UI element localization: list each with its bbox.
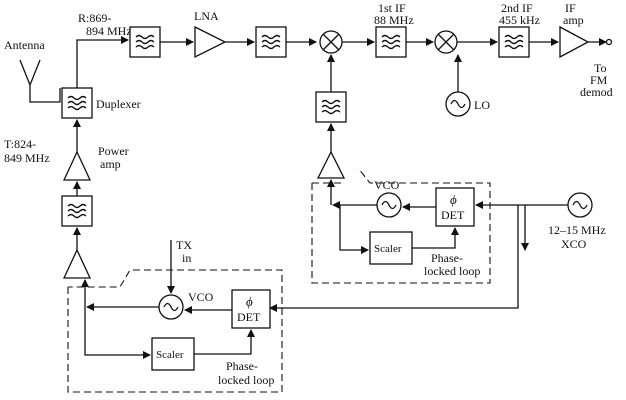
wire (339, 205, 369, 254)
rx-lo-filter (315, 91, 347, 123)
xco-label-1: 12–15 MHz (548, 223, 606, 237)
tx-band-label-1: T:824- (4, 137, 36, 151)
rx-pll-label-2: locked loop (424, 264, 480, 278)
first-if-label-2: 88 MHz (374, 13, 414, 27)
tx-pll-label-2: locked loop (218, 373, 274, 387)
lo-label: LO (474, 98, 490, 112)
rx-vco-label: VCO (374, 178, 400, 192)
rx-scaler-label: Scaler (374, 243, 402, 255)
xco-to-tx-wire (269, 205, 519, 312)
lo-oscillator-icon (445, 91, 471, 117)
tx-buffer-amplifier-icon (62, 248, 92, 279)
xco-oscillator-icon (567, 192, 593, 218)
rx-path-wire (76, 36, 129, 88)
tx-bandpass-filter (61, 195, 93, 227)
mixer-1-icon (319, 30, 343, 54)
rx-det-label: DET (441, 208, 465, 222)
tx-in-label-1: TX (176, 238, 192, 252)
rx-band-label-1: R:869- (78, 11, 111, 25)
lna-label: LNA (194, 9, 219, 23)
tx-pll-dashed-boundary (67, 269, 283, 393)
lna-amplifier-icon (194, 25, 227, 59)
tx-phi-label: ϕ (246, 294, 253, 309)
rx-bandpass-filter-2 (255, 26, 287, 58)
tx-scaler-label: Scaler (156, 349, 184, 361)
wire (194, 329, 255, 355)
tx-scaler-block (151, 337, 195, 371)
tx-vco-label: VCO (188, 290, 214, 304)
second-if-filter (498, 26, 530, 58)
antenna-icon (19, 59, 61, 103)
duplexer-filter (61, 87, 93, 119)
rx-bandpass-filter-1 (129, 26, 161, 58)
tx-det-label: DET (237, 310, 261, 324)
to-label-3: demod (580, 85, 613, 99)
mixer-2-icon (434, 30, 458, 54)
wire (84, 307, 151, 359)
if-amplifier-icon (559, 25, 590, 59)
power-amp-label-1: Power (98, 144, 129, 158)
to-label-1: To (594, 61, 607, 75)
rx-scaler-block (369, 231, 413, 265)
rx-band-label-2: 894 MHz (86, 24, 132, 38)
tx-in-label-2: in (182, 251, 191, 265)
tx-pll-label-1: Phase- (226, 359, 258, 373)
first-if-label-1: 1st IF (378, 1, 406, 15)
second-if-label-2: 455 kHz (499, 13, 540, 27)
rx-phi-label: ϕ (450, 192, 457, 207)
antenna-label: Antenna (4, 38, 45, 52)
power-amplifier-icon (62, 150, 92, 181)
tx-band-label-2: 849 MHz (4, 151, 50, 165)
first-if-filter (375, 26, 407, 58)
tx-vco-icon (158, 294, 184, 320)
wire (412, 227, 459, 249)
duplexer-label: Duplexer (96, 97, 141, 111)
tx-phase-detector (231, 289, 271, 329)
if-amp-label-1: IF (565, 1, 576, 15)
second-if-label-1: 2nd IF (501, 1, 533, 15)
to-label-2: FM (590, 73, 608, 87)
rx-vco-icon (376, 192, 402, 218)
rx-buffer-amplifier-icon (316, 150, 346, 179)
output-terminal-icon (605, 38, 613, 46)
power-amp-label-2: amp (100, 157, 121, 171)
rx-phase-detector (435, 187, 475, 227)
xco-label-2: XCO (561, 237, 587, 251)
rx-pll-label-1: Phase- (431, 251, 463, 265)
if-amp-label-2: amp (563, 13, 584, 27)
